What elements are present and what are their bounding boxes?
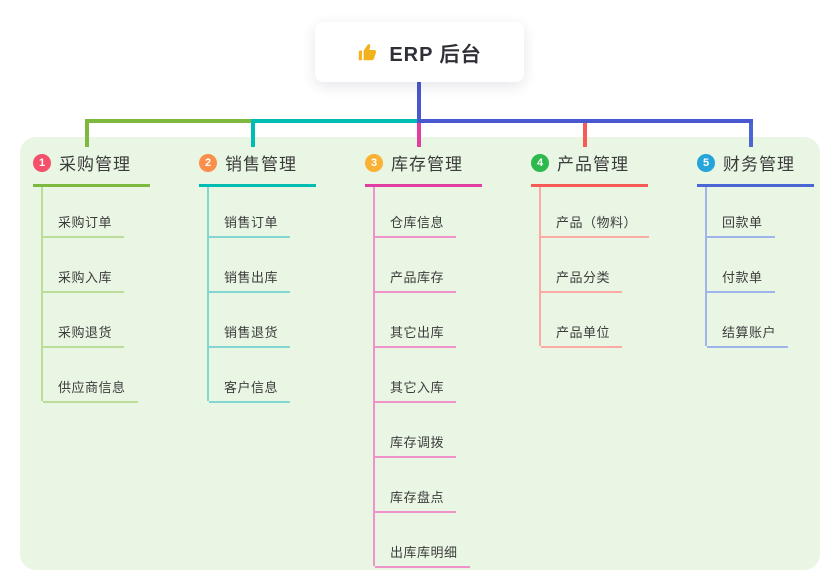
branch-header[interactable]: 1 采购管理 xyxy=(33,150,150,187)
child-item[interactable]: 销售出库 xyxy=(209,236,359,293)
child-label: 客户信息 xyxy=(209,377,291,403)
branch-number-badge: 5 xyxy=(697,153,715,172)
child-label: 其它入库 xyxy=(375,377,457,403)
child-label: 供应商信息 xyxy=(43,377,138,403)
branch-header[interactable]: 5 财务管理 xyxy=(697,150,814,187)
branch-column-3: 3 库存管理 仓库信息产品库存其它出库其它入库库存调拨库存盘点出库库明细 xyxy=(365,150,525,568)
branch-number-badge: 1 xyxy=(33,153,51,172)
branch-title: 财务管理 xyxy=(723,155,795,174)
child-label: 库存盘点 xyxy=(375,487,457,513)
child-item[interactable]: 仓库信息 xyxy=(375,187,525,238)
child-item[interactable]: 其它出库 xyxy=(375,291,525,348)
child-item[interactable]: 销售退货 xyxy=(209,291,359,348)
child-item[interactable]: 产品分类 xyxy=(541,236,691,293)
branch-children: 仓库信息产品库存其它出库其它入库库存调拨库存盘点出库库明细 xyxy=(373,187,525,568)
child-item[interactable]: 结算账户 xyxy=(707,291,839,348)
child-label: 采购订单 xyxy=(43,212,125,238)
branch-children: 销售订单销售出库销售退货客户信息 xyxy=(207,187,359,403)
connector-bus-segment xyxy=(417,119,753,123)
connector-bus-segment xyxy=(251,119,417,123)
thumbs-up-icon xyxy=(357,41,379,63)
child-item[interactable]: 销售订单 xyxy=(209,187,359,238)
branch-header[interactable]: 3 库存管理 xyxy=(365,150,482,187)
branch-number-badge: 2 xyxy=(199,153,217,172)
branch-header[interactable]: 2 销售管理 xyxy=(199,150,316,187)
child-item[interactable]: 客户信息 xyxy=(209,346,359,403)
branch-title: 销售管理 xyxy=(225,155,297,174)
root-connector-line xyxy=(417,82,421,123)
child-label: 仓库信息 xyxy=(375,212,457,238)
child-label: 产品库存 xyxy=(375,267,457,293)
child-item[interactable]: 采购订单 xyxy=(43,187,193,238)
child-item[interactable]: 付款单 xyxy=(707,236,839,293)
child-item[interactable]: 产品（物料） xyxy=(541,187,691,238)
child-item[interactable]: 产品单位 xyxy=(541,291,691,348)
branch-title: 产品管理 xyxy=(557,155,629,174)
child-label: 采购入库 xyxy=(43,267,125,293)
mindmap-panel xyxy=(20,137,820,570)
child-item[interactable]: 其它入库 xyxy=(375,346,525,403)
connector-drop xyxy=(417,119,421,147)
child-item[interactable]: 采购入库 xyxy=(43,236,193,293)
child-item[interactable]: 产品库存 xyxy=(375,236,525,293)
child-label: 库存调拨 xyxy=(375,432,457,458)
branch-title: 库存管理 xyxy=(391,155,463,174)
child-label: 销售订单 xyxy=(209,212,291,238)
connector-drop xyxy=(85,119,89,147)
child-item[interactable]: 供应商信息 xyxy=(43,346,193,403)
branch-header[interactable]: 4 产品管理 xyxy=(531,150,648,187)
child-item[interactable]: 库存调拨 xyxy=(375,401,525,458)
branch-column-5: 5 财务管理 回款单付款单结算账户 xyxy=(697,150,839,348)
root-title: ERP 后台 xyxy=(389,43,482,66)
branch-number-badge: 4 xyxy=(531,153,549,172)
branch-column-1: 1 采购管理 采购订单采购入库采购退货供应商信息 xyxy=(33,150,193,403)
branch-children: 产品（物料） 产品分类产品单位 xyxy=(539,187,691,348)
child-item[interactable]: 库存盘点 xyxy=(375,456,525,513)
child-label: 其它出库 xyxy=(375,322,457,348)
child-label: 结算账户 xyxy=(707,322,789,348)
child-label: 产品单位 xyxy=(541,322,623,348)
branch-column-4: 4 产品管理 产品（物料） 产品分类产品单位 xyxy=(531,150,691,348)
connector-drop xyxy=(583,119,587,147)
branch-title: 采购管理 xyxy=(59,155,131,174)
branch-column-2: 2 销售管理 销售订单销售出库销售退货客户信息 xyxy=(199,150,359,403)
branch-children: 采购订单采购入库采购退货供应商信息 xyxy=(41,187,193,403)
child-label: 产品分类 xyxy=(541,267,623,293)
child-label: 出库库明细 xyxy=(375,542,470,568)
branch-children: 回款单付款单结算账户 xyxy=(705,187,839,348)
connector-drop xyxy=(749,119,753,147)
child-label: 付款单 xyxy=(707,267,775,293)
child-label: 回款单 xyxy=(707,212,775,238)
connector-drop xyxy=(251,119,255,147)
branch-number-badge: 3 xyxy=(365,153,383,172)
child-item[interactable]: 采购退货 xyxy=(43,291,193,348)
child-label: 销售退货 xyxy=(209,322,291,348)
child-item[interactable]: 回款单 xyxy=(707,187,839,238)
connector-bus-segment xyxy=(85,119,251,123)
child-label: 产品（物料） xyxy=(541,212,650,238)
child-label: 采购退货 xyxy=(43,322,125,348)
root-node[interactable]: ERP 后台 xyxy=(315,22,524,82)
child-item[interactable]: 出库库明细 xyxy=(375,511,525,568)
child-label: 销售出库 xyxy=(209,267,291,293)
